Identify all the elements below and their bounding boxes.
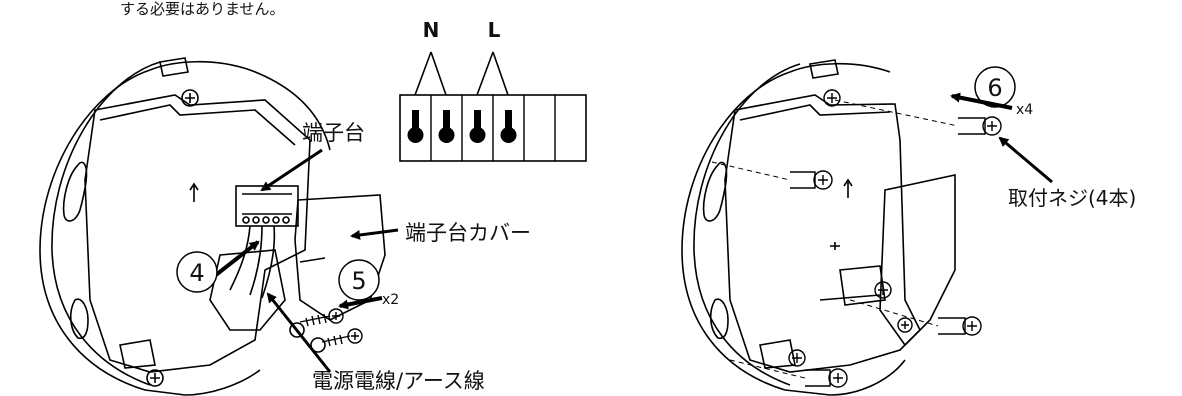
screws-label: 取付ネジ(4本) <box>1008 186 1136 210</box>
screw-right-mid-icon <box>874 281 913 333</box>
mounting-screw-bottom-right-icon <box>938 316 982 336</box>
step-5-number: 5 <box>351 267 366 295</box>
step-4-circle <box>176 251 218 293</box>
terminal-cover-label: 端子台カバー <box>405 221 531 245</box>
mounting-screw-bottom-icon <box>805 368 848 388</box>
step-6-count: x4 <box>1016 102 1033 118</box>
intro-text: する必要はありません。 <box>120 0 285 18</box>
step-6-circle <box>974 66 1016 108</box>
terminal-block-label: 端子台 <box>302 121 365 145</box>
left-device-drawing <box>39 57 386 396</box>
wire-label: 電源電線/アース線 <box>312 369 485 393</box>
wire-arrow <box>266 292 332 373</box>
screw-guide-lines <box>711 99 959 379</box>
screw-5a-icon <box>299 308 344 327</box>
terminal-n-label: N <box>423 18 440 42</box>
step-5-circle <box>338 259 380 301</box>
step-5-arrow <box>338 296 383 310</box>
step-4-number: 4 <box>189 259 204 287</box>
screw-5b-icon <box>321 328 363 347</box>
screws-arrow <box>998 136 1053 184</box>
mounting-screw-top-right-icon <box>958 116 1002 136</box>
step-4-arrow <box>210 240 260 280</box>
step-6-number: 6 <box>987 74 1002 102</box>
step-5-count: x2 <box>382 292 399 308</box>
terminal-block-arrow <box>260 148 323 192</box>
terminal-block-detail <box>399 51 587 162</box>
mounting-screw-left-icon <box>790 170 833 190</box>
screw-top-hole-icon <box>823 89 841 107</box>
terminal-l-label: L <box>488 18 501 42</box>
screw-bottom-hole-icon <box>788 349 806 367</box>
right-device-drawing <box>681 59 956 396</box>
terminal-cover-arrow <box>350 228 399 240</box>
step-6-arrow <box>950 92 1013 110</box>
